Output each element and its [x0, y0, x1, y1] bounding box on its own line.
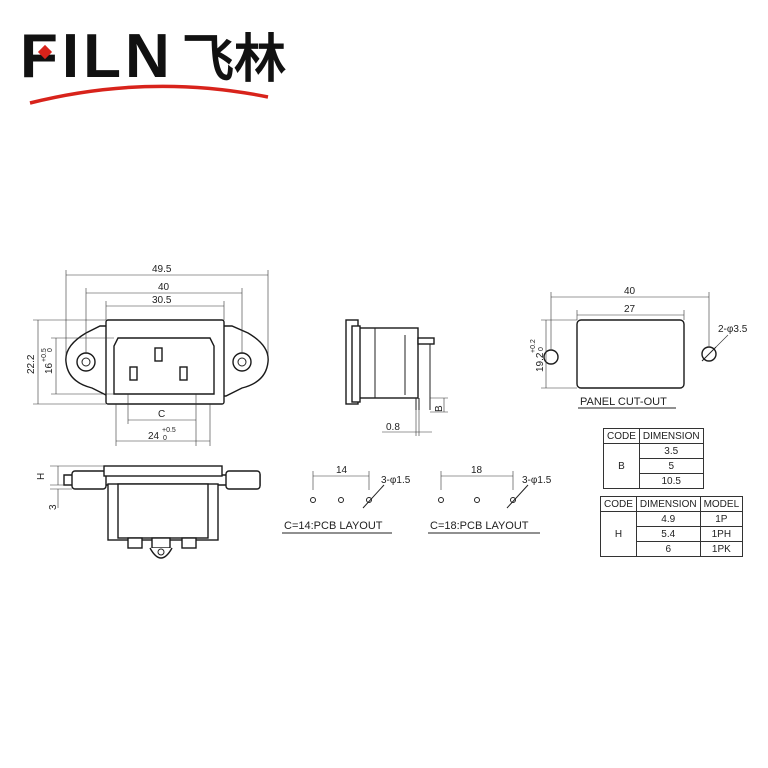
- dim-24: 24: [148, 431, 160, 442]
- pcb18-hole-1: [438, 497, 444, 503]
- table-b-value: 5: [638, 458, 704, 474]
- dim-thickness: 0.8: [386, 422, 400, 433]
- dim-24-tol: +0.5: [162, 427, 176, 434]
- table-row: 6 1PK: [601, 541, 744, 557]
- logo-chinese-text: 飞林: [182, 30, 286, 90]
- dim-hole-callout: 2-φ3.5: [718, 324, 748, 335]
- bottom-view: H 3: [36, 465, 261, 559]
- pcb14-hole-3: [366, 497, 372, 503]
- table-h-header-model: MODEL: [699, 496, 744, 512]
- panel-cutout-label: PANEL CUT-OUT: [580, 396, 667, 408]
- bottom-front-lip: [103, 465, 223, 477]
- bottom-flange-left: [71, 470, 107, 490]
- table-h-header-dimension: DIMENSION: [635, 496, 701, 512]
- mount-hole-right: [232, 352, 252, 372]
- pcb18-label: C=18:PCB LAYOUT: [430, 520, 529, 532]
- dim-24-tol2: 0: [163, 435, 167, 442]
- pcb18-hole-2: [474, 497, 480, 503]
- cutout-hole-left: [543, 349, 559, 365]
- dim-h: H: [36, 473, 47, 480]
- table-h-header-code: CODE: [600, 496, 637, 512]
- dim-height-body: 16: [44, 362, 55, 374]
- side-step: [351, 325, 361, 403]
- pcb-layout-14: 14 3-φ1.5 C=14:PCB LAYOUT: [282, 465, 411, 534]
- bottom-flange-right: [225, 470, 261, 490]
- mount-hole-left: [76, 352, 96, 372]
- bottom-terminal-1: [127, 537, 143, 549]
- dim-flange: 3: [48, 504, 59, 510]
- panel-cutout: 2-φ3.5 40 27 19.2 +0.2 0 PANEL CUT-OUT: [530, 286, 748, 409]
- dim-c: C: [158, 409, 165, 420]
- dim-height-body-tol: +0.5: [41, 348, 48, 362]
- table-b-header-code: CODE: [603, 428, 640, 444]
- dim-cutout-holes: 40: [624, 286, 636, 297]
- pcb14-hole-1: [310, 497, 316, 503]
- dim-cutout-height-tol: +0.2: [530, 339, 537, 353]
- pcb18-holes: 3-φ1.5: [522, 475, 552, 486]
- dim-width-overall: 49.5: [152, 264, 172, 275]
- dim-width-holes: 40: [158, 282, 170, 293]
- pcb14-holes: 3-φ1.5: [381, 475, 411, 486]
- table-b-value: 3.5: [638, 443, 704, 459]
- table-h-dimension-cell: 4.9: [635, 511, 701, 527]
- side-body: [357, 327, 419, 399]
- table-h-model-cell: 1PH: [699, 526, 744, 542]
- dim-pcb18-pitch: 18: [471, 465, 483, 476]
- dim-height-body-tol2: 0: [47, 348, 54, 352]
- pin-neutral: [179, 366, 188, 381]
- inlet-cavity: [113, 337, 215, 395]
- pcb14-label: C=14:PCB LAYOUT: [284, 520, 383, 532]
- mount-hole-left-inner: [81, 357, 91, 367]
- bottom-earth-lug: [149, 547, 173, 559]
- table-h-dimension-model: CODE DIMENSION MODEL H 4.9 1P 5.4 1PH 6 …: [600, 496, 744, 557]
- dim-cutout-height-tol2: 0: [538, 347, 545, 351]
- table-row: 5.4 1PH: [601, 526, 744, 542]
- table-h-model-cell: 1PK: [699, 541, 744, 557]
- table-row: H 4.9 1P: [600, 511, 744, 557]
- dim-cutout-width: 27: [624, 304, 636, 315]
- pcb18-hole-3: [510, 497, 516, 503]
- table-b-dimension: CODE DIMENSION B 3.5 5 10.5: [603, 428, 704, 489]
- pin-live: [129, 366, 138, 381]
- bottom-terminal-2: [151, 537, 171, 549]
- table-h-dimension-cell: 6: [635, 541, 701, 557]
- side-terminal-top: [417, 337, 435, 345]
- pcb14-hole-2: [338, 497, 344, 503]
- dim-b: B: [434, 405, 445, 412]
- pin-earth: [154, 347, 163, 362]
- cutout-window: [576, 319, 685, 389]
- bottom-inner-body: [117, 483, 209, 539]
- side-view: B 0.8: [345, 319, 448, 436]
- table-h-model-cell: 1P: [699, 511, 744, 527]
- logo-red-diamond-icon: [37, 44, 53, 60]
- mount-hole-right-inner: [237, 357, 247, 367]
- table-h-dimension-cell: 5.4: [635, 526, 701, 542]
- dim-pcb14-pitch: 14: [336, 465, 348, 476]
- pcb-layout-18: 18 3-φ1.5 C=18:PCB LAYOUT: [428, 465, 552, 534]
- table-b-header-dimension: DIMENSION: [638, 428, 704, 444]
- dim-height-overall: 22.2: [26, 354, 37, 374]
- table-h-code: H: [600, 511, 637, 557]
- filn-logo: FILN 飞林: [20, 22, 286, 105]
- front-view: 49.5 40 30.5 22.2 16 +0.5 0 C 24 +0.5 0: [26, 264, 269, 446]
- bottom-terminal-3: [181, 537, 197, 549]
- logo-red-swoosh: [29, 84, 269, 105]
- dim-width-body: 30.5: [152, 295, 172, 306]
- dim-cutout-height: 19.2: [535, 352, 546, 372]
- table-b-code: B: [603, 443, 640, 489]
- table-b-value: 10.5: [638, 473, 704, 489]
